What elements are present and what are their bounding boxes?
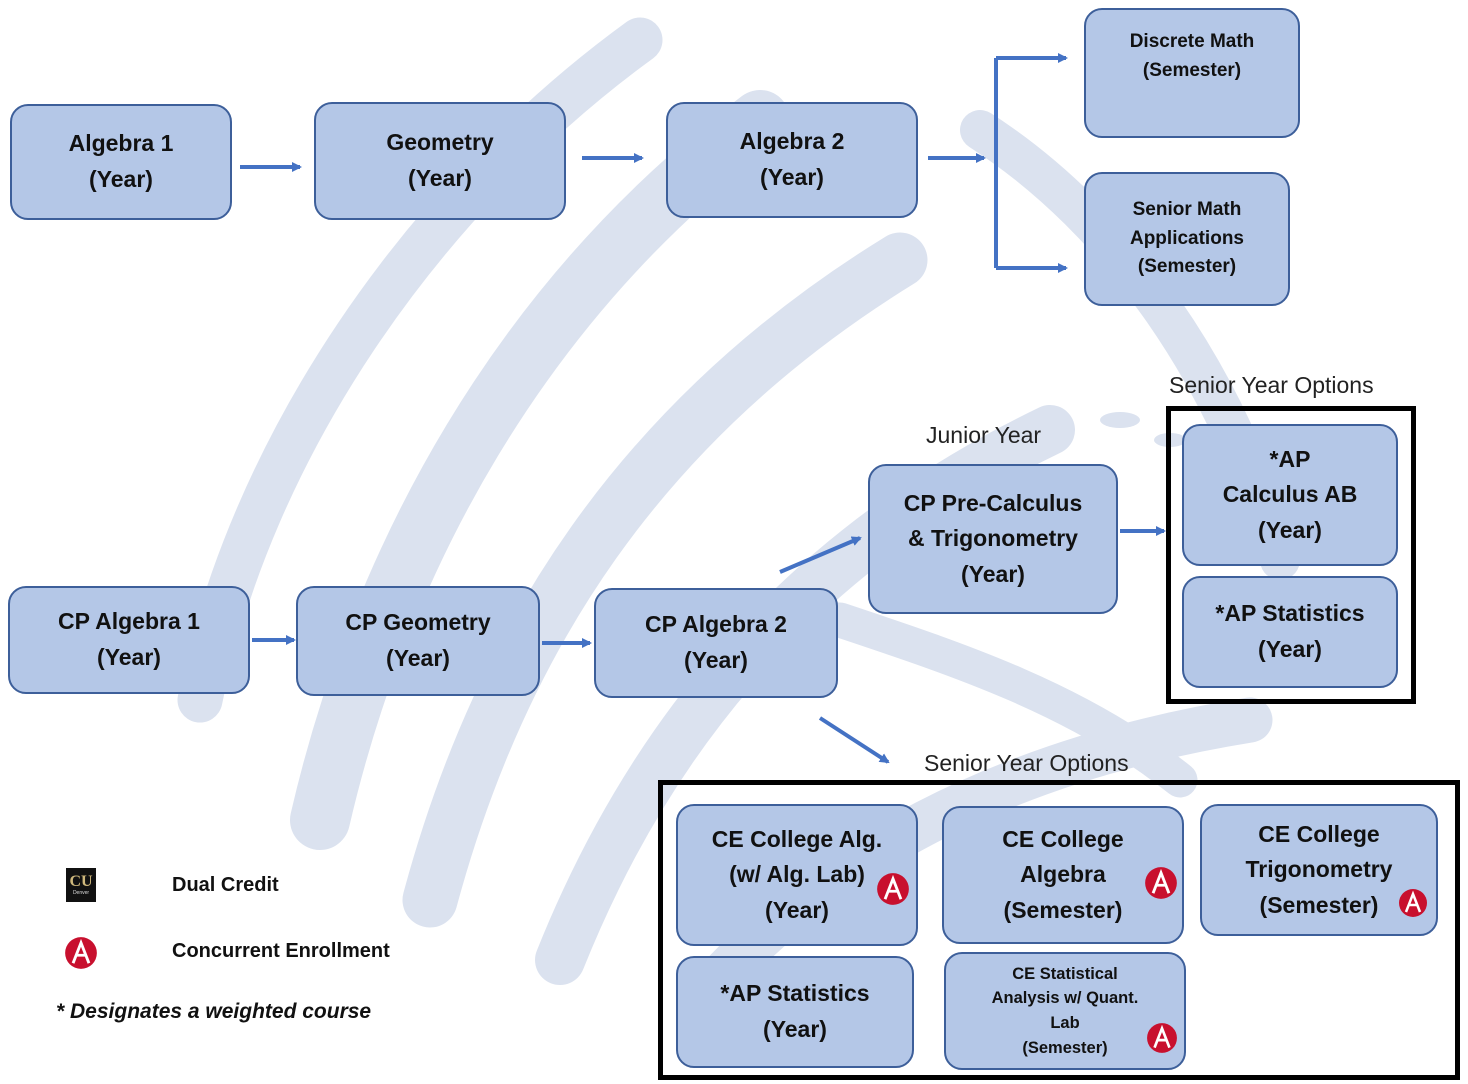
course-cp-precalculus: CP Pre-Calculus & Trigonometry (Year) — [868, 464, 1118, 614]
course-ap-calculus-ab: *AP Calculus AB (Year) — [1182, 424, 1398, 566]
course-ce-college-algebra: CE College Algebra (Semester) — [942, 806, 1184, 944]
ccd-logo-icon — [1147, 1023, 1177, 1053]
course-ce-statistical-analysis: CE Statistical Analysis w/ Quant. Lab (S… — [944, 952, 1186, 1070]
course-ap-statistics-bottom: *AP Statistics (Year) — [676, 956, 914, 1068]
course-algebra-1: Algebra 1 (Year) — [10, 104, 232, 220]
senior-options-frame-bottom — [658, 780, 1460, 1080]
arrow-cpalg2-to-precalc — [779, 536, 862, 574]
course-ce-college-trigonometry: CE College Trigonometry (Semester) — [1200, 804, 1438, 936]
course-cp-algebra-1: CP Algebra 1 (Year) — [8, 586, 250, 694]
senior-options-frame-top — [1166, 406, 1416, 704]
course-geometry: Geometry (Year) — [314, 102, 566, 220]
caption-senior-options-bottom: Senior Year Options — [924, 750, 1129, 776]
course-ce-college-alg-lab: CE College Alg. (w/ Alg. Lab) (Year) — [676, 804, 918, 946]
course-senior-math-applications: Senior Math Applications (Semester) — [1084, 172, 1290, 306]
course-cp-geometry: CP Geometry (Year) — [296, 586, 540, 696]
course-cp-algebra-2: CP Algebra 2 (Year) — [594, 588, 838, 698]
course-ap-statistics-top: *AP Statistics (Year) — [1182, 576, 1398, 688]
legend-dual-credit: Dual Credit — [172, 874, 279, 896]
course-algebra-2: Algebra 2 (Year) — [666, 102, 918, 218]
caption-senior-options-top: Senior Year Options — [1169, 372, 1374, 398]
legend-weighted-note: * Designates a weighted course — [56, 1000, 372, 1023]
ccd-logo-icon — [1145, 867, 1177, 899]
arrow-cpalg2-to-ce-options — [818, 716, 890, 764]
caption-junior-year: Junior Year — [926, 422, 1042, 448]
cu-denver-logo: CU Denver — [66, 868, 96, 902]
ccd-logo-icon — [877, 873, 909, 905]
course-discrete-math: Discrete Math (Semester) — [1084, 8, 1300, 138]
ccd-logo-icon — [65, 937, 97, 969]
legend-concurrent-enrollment: Concurrent Enrollment — [172, 940, 390, 962]
ccd-logo-icon — [1399, 889, 1427, 917]
